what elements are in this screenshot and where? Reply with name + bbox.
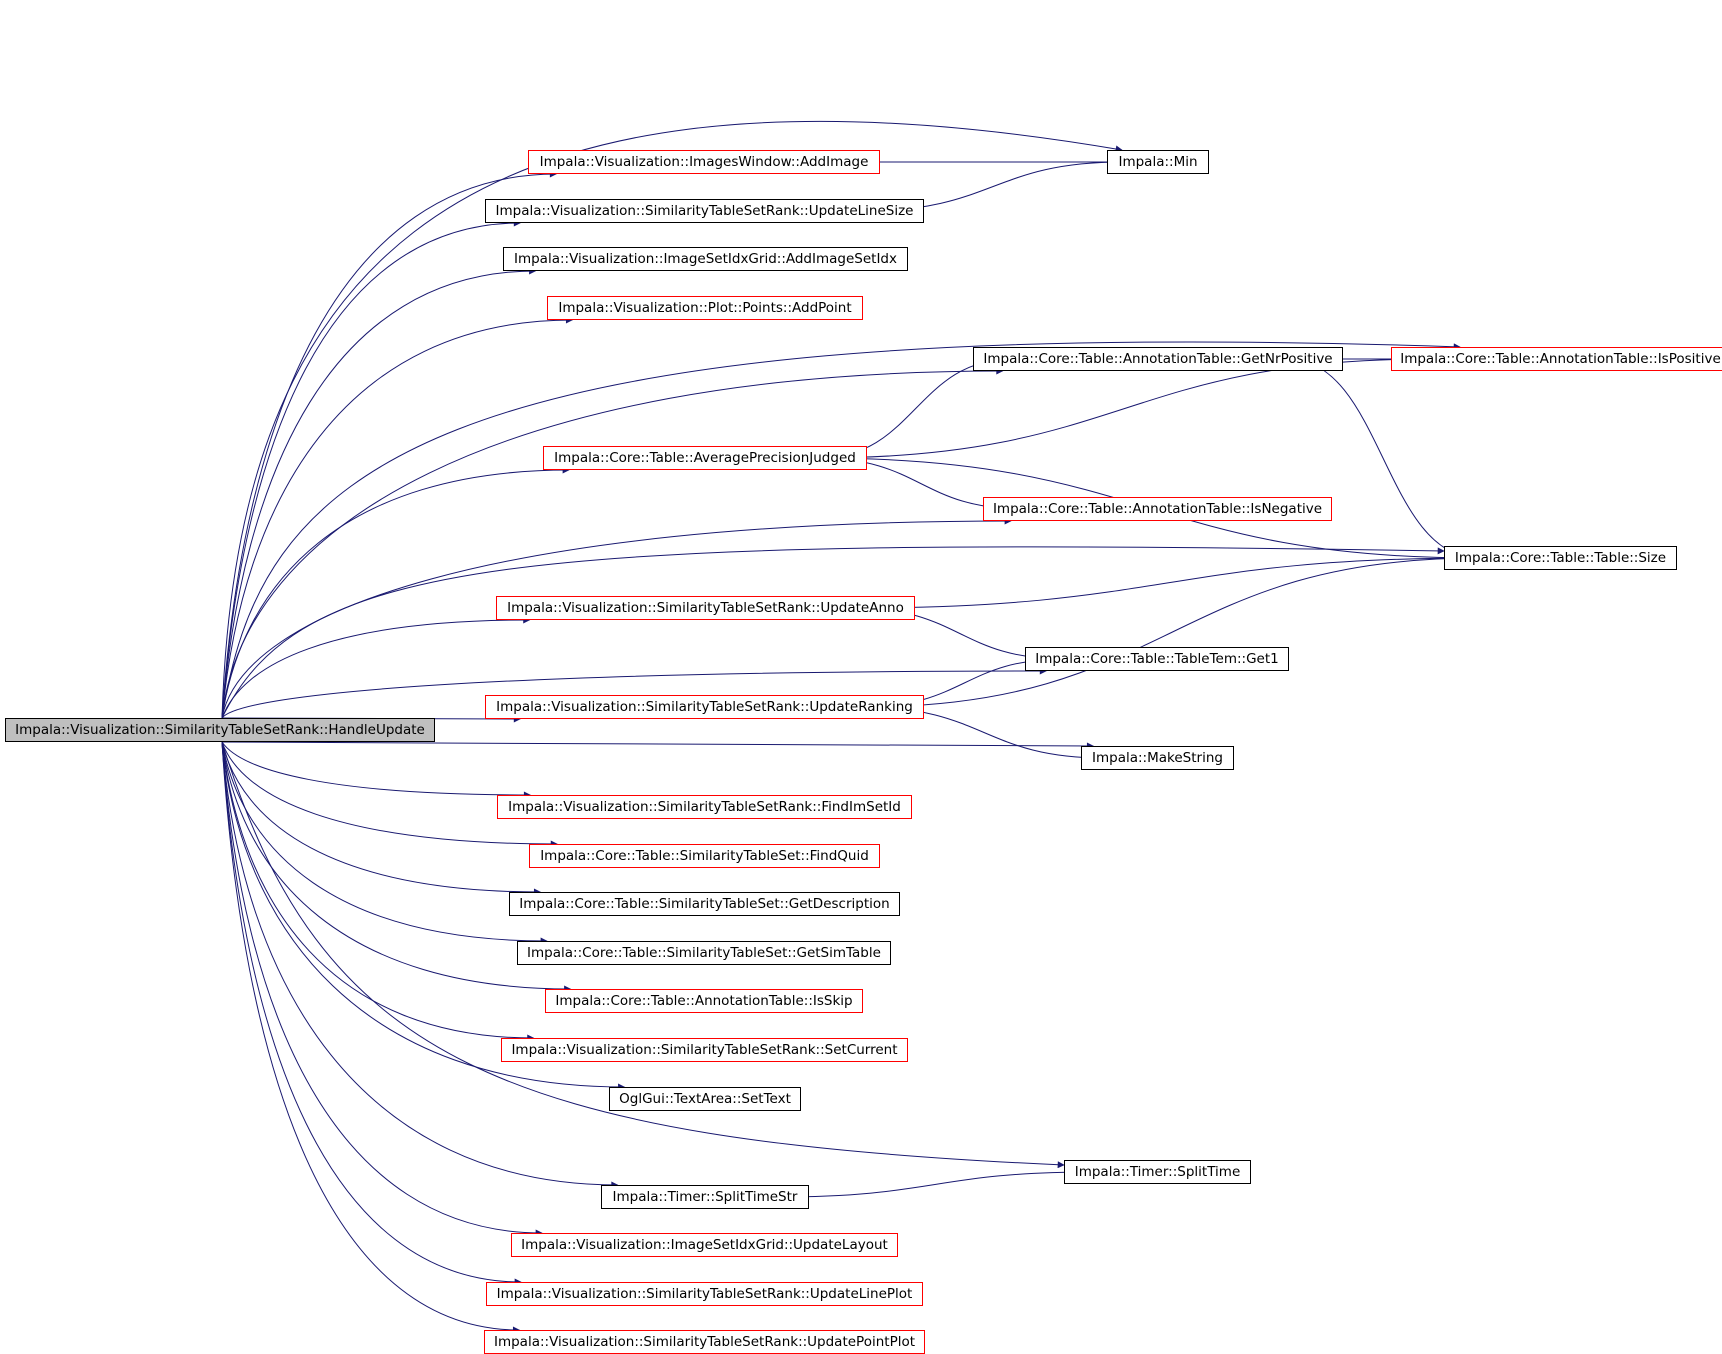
edge-n0-n11 [221, 616, 531, 719]
node-split-time-str[interactable]: Impala::Timer::SplitTimeStr [601, 1185, 809, 1209]
edge-n0-n15 [221, 741, 531, 799]
edge-n0-n17 [221, 741, 541, 896]
node-add-image-set-idx[interactable]: Impala::Visualization::ImageSetIdxGrid::… [503, 247, 908, 271]
edge-n0-n7 [221, 341, 1461, 719]
edge-n0-n10 [221, 546, 1445, 719]
node-update-anno[interactable]: Impala::Visualization::SimilarityTableSe… [496, 596, 915, 620]
node-is-skip[interactable]: Impala::Core::Table::AnnotationTable::Is… [545, 989, 863, 1013]
edge-n0-n18 [221, 741, 548, 945]
edge-n0-n24 [221, 741, 543, 1237]
node-set-current[interactable]: Impala::Visualization::SimilarityTableSe… [501, 1038, 908, 1062]
node-make-string[interactable]: Impala::MakeString [1081, 746, 1234, 770]
edge-n0-n26 [221, 741, 520, 1334]
edge-n0-n4 [221, 267, 537, 719]
edge-n0-n19 [221, 741, 572, 993]
edge-n13-n10 [863, 554, 1480, 708]
edge-n11-n10 [854, 554, 1480, 609]
node-get-sim-table[interactable]: Impala::Core::Table::SimilarityTableSet:… [517, 941, 891, 965]
node-handle-update[interactable]: Impala::Visualization::SimilarityTableSe… [5, 718, 435, 742]
edge-n0-n21 [221, 741, 626, 1091]
edge-n0-n8 [221, 466, 570, 719]
node-add-point[interactable]: Impala::Visualization::Plot::Points::Add… [547, 296, 863, 320]
edge-n23-n22 [777, 1168, 1093, 1198]
edge-n0-n25 [221, 741, 522, 1286]
node-get-description[interactable]: Impala::Core::Table::SimilarityTableSet:… [509, 892, 900, 916]
node-update-layout[interactable]: Impala::Visualization::ImageSetIdxGrid::… [511, 1233, 898, 1257]
node-update-line-size[interactable]: Impala::Visualization::SimilarityTableSe… [485, 199, 924, 223]
node-find-quid[interactable]: Impala::Core::Table::SimilarityTableSet:… [529, 844, 880, 868]
node-is-positive[interactable]: Impala::Core::Table::AnnotationTable::Is… [1391, 347, 1722, 371]
node-is-negative[interactable]: Impala::Core::Table::AnnotationTable::Is… [983, 497, 1332, 521]
node-average-precision-judged[interactable]: Impala::Core::Table::AveragePrecisionJud… [543, 446, 867, 470]
node-split-time[interactable]: Impala::Timer::SplitTime [1064, 1160, 1251, 1184]
edge-n0-n2 [221, 120, 1123, 719]
node-update-line-plot[interactable]: Impala::Visualization::SimilarityTableSe… [486, 1282, 923, 1306]
node-table-size[interactable]: Impala::Core::Table::Table::Size [1444, 546, 1677, 570]
edge-n0-n5 [221, 316, 573, 719]
node-set-text[interactable]: OglGui::TextArea::SetText [609, 1087, 801, 1111]
node-get-nr-positive[interactable]: Impala::Core::Table::AnnotationTable::Ge… [973, 347, 1343, 371]
node-update-point-plot[interactable]: Impala::Visualization::SimilarityTableSe… [484, 1330, 925, 1354]
edge-n0-n9 [221, 517, 1012, 719]
node-find-im-set-id[interactable]: Impala::Visualization::SimilarityTableSe… [497, 795, 912, 819]
edge-n0-n16 [221, 741, 558, 848]
node-update-ranking[interactable]: Impala::Visualization::SimilarityTableSe… [485, 695, 924, 719]
edge-n0-n3 [221, 219, 521, 719]
node-add-image[interactable]: Impala::Visualization::ImagesWindow::Add… [528, 150, 880, 174]
edge-n0-n22 [221, 741, 1065, 1169]
edge-n0-n20 [221, 741, 535, 1042]
edge-n0-n23 [221, 741, 619, 1189]
edge-n0-n12 [221, 667, 1047, 719]
node-min[interactable]: Impala::Min [1107, 150, 1209, 174]
node-get1[interactable]: Impala::Core::Table::TableTem::Get1 [1025, 647, 1289, 671]
edge-n0-n1 [221, 170, 557, 719]
